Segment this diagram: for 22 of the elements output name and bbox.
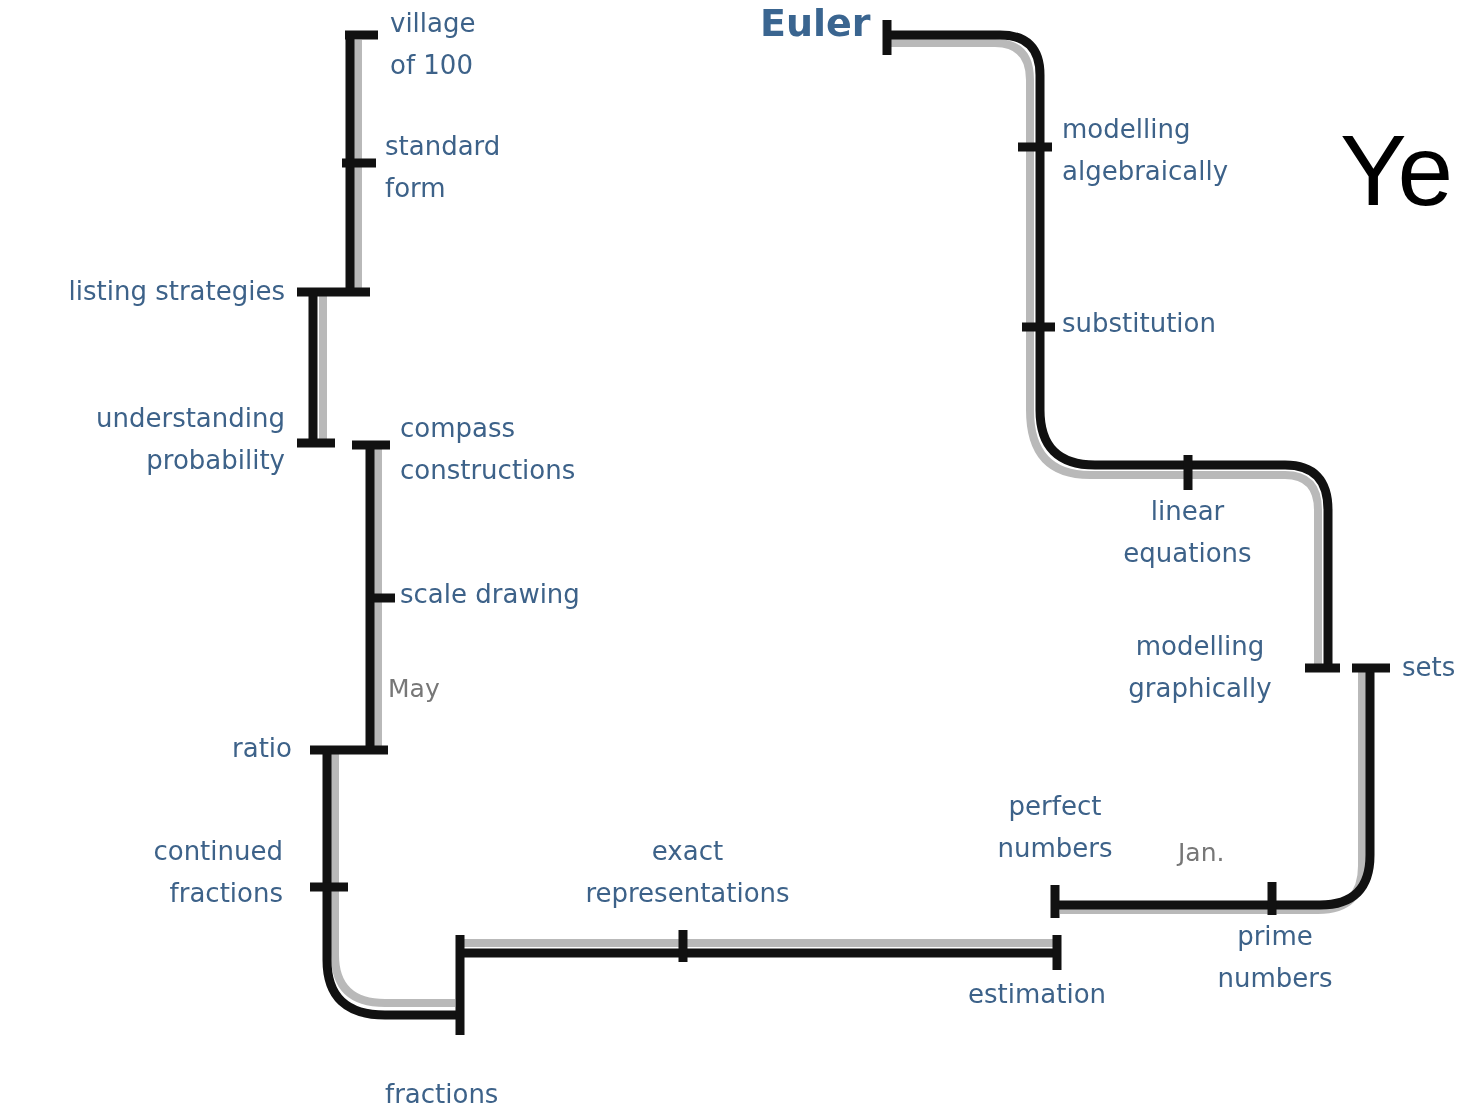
- stop-label: compass constructions: [400, 412, 577, 487]
- stop-label: modelling algebraically: [1062, 113, 1230, 188]
- stop-label: village of 100: [390, 7, 477, 82]
- stop-label: ratio: [231, 732, 292, 765]
- stop-label: standard form: [385, 130, 502, 205]
- stop-label: prime numbers: [1216, 920, 1334, 995]
- endpoint-label: Euler: [760, 2, 871, 44]
- stop-label: modelling graphically: [1127, 630, 1273, 705]
- month-label: May: [388, 673, 440, 705]
- stop-label: listing strategies: [67, 275, 285, 308]
- month-label: Jan.: [1178, 837, 1225, 869]
- stop-label: perfect numbers: [996, 790, 1114, 865]
- stop-label: estimation: [968, 978, 1107, 1011]
- stop-label: understanding probability: [95, 402, 285, 477]
- stop-label: linear equations: [1122, 495, 1253, 570]
- stop-label: exact representations: [584, 835, 791, 910]
- stop-label: substitution: [1062, 307, 1216, 340]
- stop-label: fractions: [385, 1078, 499, 1111]
- stop-label: sets: [1402, 651, 1456, 684]
- heading-fragment: Ye: [1340, 113, 1454, 228]
- stop-label: continued fractions: [152, 835, 283, 910]
- stop-label: scale drawing: [400, 578, 580, 611]
